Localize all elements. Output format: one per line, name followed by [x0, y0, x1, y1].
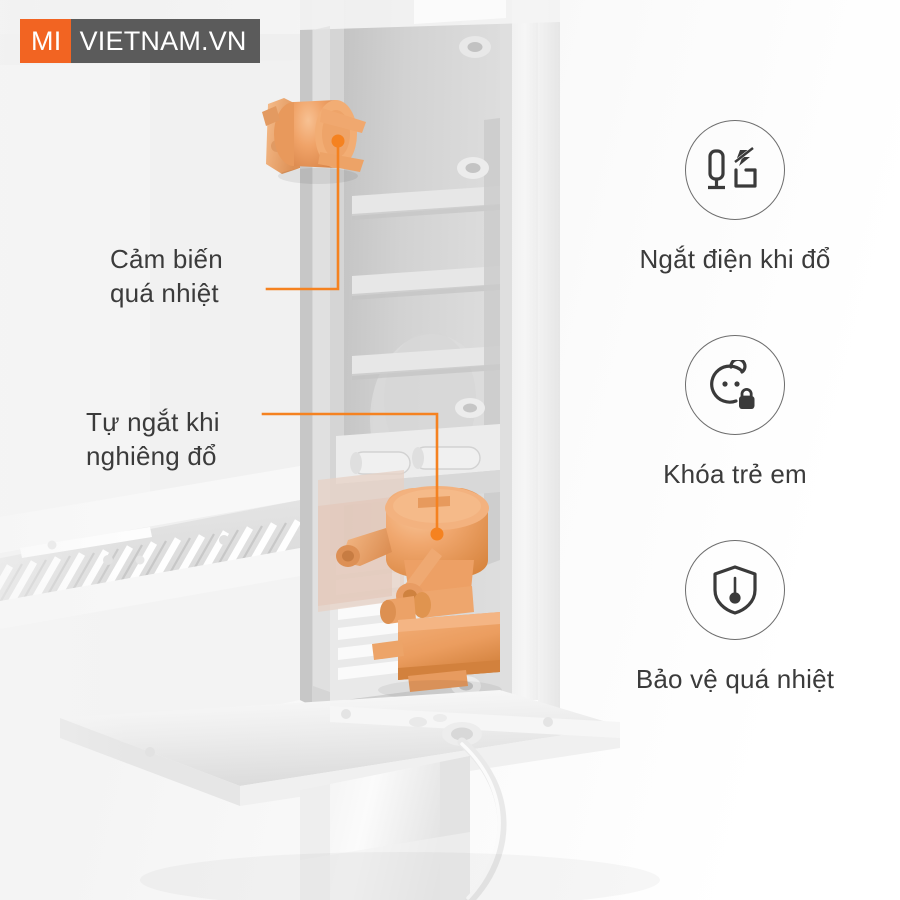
feature-label-0: Ngắt điện khi đổ	[639, 244, 831, 274]
power-cable-highlight	[460, 742, 501, 900]
feature-icon-ring-0	[685, 120, 785, 220]
feature-label-2: Bảo vệ quá nhiệt	[635, 664, 835, 694]
logo-vietnam-text: VIETNAM.VN	[70, 19, 260, 63]
cable-grommet	[442, 722, 482, 746]
logo-mi-text: MI	[20, 19, 71, 63]
tipped-heater-no-power-icon	[706, 146, 764, 194]
heater-stand	[300, 756, 470, 900]
feature-power-cut-on-tipover: Ngắt điện khi đổ	[570, 120, 900, 275]
site-watermark-logo: MI VIETNAM.VN	[20, 19, 260, 63]
feature-icon-ring-1	[685, 335, 785, 435]
baby-face-padlock-icon	[709, 360, 761, 410]
feature-icon-ring-2	[685, 540, 785, 640]
shield-thermometer-icon	[710, 564, 760, 616]
feature-overheat-protection: Bảo vệ quá nhiệt	[570, 540, 900, 695]
feature-label-1: Khóa trẻ em	[663, 459, 807, 489]
feature-child-lock: Khóa trẻ em	[570, 335, 900, 490]
callout-overheat-sensor: Cảm biến quá nhiệt	[110, 244, 223, 308]
callout-tip-over-switch: Tự ngắt khi nghiêng đổ	[86, 407, 220, 471]
